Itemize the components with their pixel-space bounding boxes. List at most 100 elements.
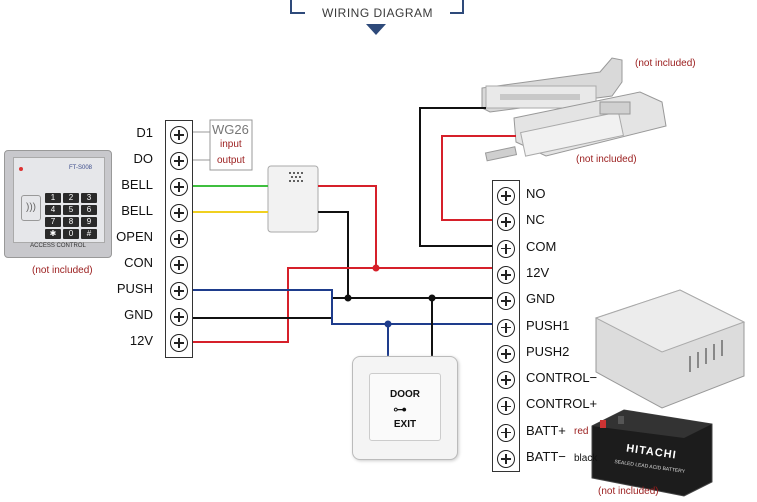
left-terminal-screw bbox=[166, 226, 192, 252]
wire-bell-black bbox=[318, 211, 492, 299]
wire-gnd-black bbox=[190, 297, 348, 319]
keypad-key[interactable]: 7 bbox=[45, 217, 61, 227]
wg26-box bbox=[209, 119, 253, 171]
magnetic-lock-top bbox=[481, 57, 623, 113]
plus-screw-icon bbox=[170, 178, 188, 196]
plus-screw-icon bbox=[497, 371, 515, 390]
keypad-indicator-icon bbox=[19, 167, 23, 171]
batt-plus-red-note: red bbox=[574, 426, 589, 437]
right-terminal-screw bbox=[493, 420, 519, 446]
junction-black-1 bbox=[344, 294, 352, 302]
card-reader-icon: ))) bbox=[21, 195, 41, 221]
plus-screw-icon bbox=[497, 187, 515, 205]
keypad-footer: ACCESS CONTROL bbox=[30, 243, 86, 249]
keypad-key[interactable]: 3 bbox=[81, 193, 97, 203]
right-terminal-block bbox=[492, 180, 520, 472]
left-terminal-screw bbox=[166, 148, 192, 174]
plus-screw-icon bbox=[497, 292, 515, 311]
plus-screw-icon bbox=[170, 282, 188, 300]
wg26-label: WG26 bbox=[212, 122, 249, 137]
plus-screw-icon bbox=[497, 265, 515, 284]
right-terminal-label: NC bbox=[526, 212, 545, 228]
junction-red bbox=[372, 264, 380, 272]
right-terminal-screw bbox=[493, 183, 519, 209]
left-terminal-screw bbox=[166, 278, 192, 304]
left-terminal-label: GND bbox=[124, 307, 153, 322]
lock-bottom-not-included: (not included) bbox=[576, 154, 637, 165]
left-terminal-screw bbox=[166, 330, 192, 356]
right-terminal-screw bbox=[493, 209, 519, 235]
keypad-key[interactable]: 5 bbox=[63, 205, 79, 215]
right-terminal-label: GND bbox=[526, 291, 555, 307]
keypad-key[interactable]: 8 bbox=[63, 217, 79, 227]
battery bbox=[591, 409, 713, 497]
plus-screw-icon bbox=[170, 334, 188, 352]
left-terminal-label: OPEN bbox=[116, 229, 153, 244]
right-terminal-screw bbox=[493, 367, 519, 393]
keypad-brand: FT-S008 bbox=[69, 165, 93, 171]
right-terminal-label: PUSH1 bbox=[526, 317, 570, 333]
right-terminal-screw bbox=[493, 288, 519, 314]
plus-screw-icon bbox=[497, 239, 515, 258]
right-terminal-screw bbox=[493, 341, 519, 367]
plus-screw-icon bbox=[170, 204, 188, 222]
plus-screw-icon bbox=[497, 397, 515, 416]
plus-screw-icon bbox=[497, 450, 515, 468]
left-terminal-label: PUSH bbox=[116, 281, 153, 296]
right-terminal-label: COM bbox=[526, 238, 557, 254]
keypad-key[interactable]: 2 bbox=[63, 193, 79, 203]
right-terminal-label: CONTROL+ bbox=[526, 396, 598, 412]
keypad-key[interactable]: ✱ bbox=[45, 229, 61, 239]
diagram-title: WIRING DIAGRAM bbox=[305, 6, 450, 20]
left-terminal-label: BELL bbox=[121, 177, 153, 192]
plus-screw-icon bbox=[497, 318, 515, 337]
right-terminal-label: BATT+ bbox=[526, 422, 566, 438]
wire-bell-red bbox=[318, 185, 492, 269]
right-terminal-label: 12V bbox=[526, 264, 550, 280]
exit-button-line1: DOOR bbox=[390, 389, 420, 400]
left-terminal-screw bbox=[166, 304, 192, 330]
keypad-key[interactable]: 4 bbox=[45, 205, 61, 215]
left-terminal-label: CON bbox=[124, 255, 153, 270]
wire-push-blue bbox=[190, 289, 492, 325]
keypad-key[interactable]: 0 bbox=[63, 229, 79, 239]
keypad-key[interactable]: 9 bbox=[81, 217, 97, 227]
left-terminal-screw bbox=[166, 122, 192, 148]
plus-screw-icon bbox=[170, 152, 188, 170]
right-terminal-screw bbox=[493, 236, 519, 262]
left-terminal-screw bbox=[166, 252, 192, 278]
batt-minus-black-note: black bbox=[574, 453, 598, 464]
wire-nc-red bbox=[441, 135, 516, 221]
keypad-key[interactable]: 1 bbox=[45, 193, 61, 203]
right-terminal-screw bbox=[493, 446, 519, 472]
exit-button-line2: EXIT bbox=[393, 419, 417, 430]
bolt-lock-bottom bbox=[484, 91, 667, 162]
junction-blue bbox=[384, 320, 392, 328]
right-terminal-label: PUSH2 bbox=[526, 343, 570, 359]
left-terminal-label: BELL bbox=[121, 203, 153, 218]
plus-screw-icon bbox=[170, 126, 188, 144]
battery-not-included: (not included) bbox=[598, 486, 659, 497]
keypad-key[interactable]: # bbox=[81, 229, 97, 239]
plus-screw-icon bbox=[170, 230, 188, 248]
plus-screw-icon bbox=[170, 256, 188, 274]
down-arrow-icon bbox=[366, 24, 386, 35]
right-terminal-screw bbox=[493, 315, 519, 341]
plus-screw-icon bbox=[170, 308, 188, 326]
wg26-output: output bbox=[217, 155, 245, 166]
right-terminal-label: NO bbox=[526, 186, 546, 201]
right-terminal-label: BATT− bbox=[526, 449, 566, 464]
left-terminal-label: DO bbox=[133, 151, 154, 166]
keypad-not-included: (not included) bbox=[32, 265, 93, 276]
right-terminal-label: CONTROL− bbox=[526, 370, 598, 386]
wg26-input: input bbox=[220, 139, 242, 150]
left-terminal-label: 12V bbox=[129, 333, 153, 348]
keypad-key[interactable]: 6 bbox=[81, 205, 97, 215]
right-terminal-screw bbox=[493, 262, 519, 288]
wire-12v-red bbox=[190, 267, 376, 343]
door-bell bbox=[267, 165, 319, 233]
plus-screw-icon bbox=[497, 213, 515, 232]
left-terminal-label: D1 bbox=[136, 125, 153, 140]
